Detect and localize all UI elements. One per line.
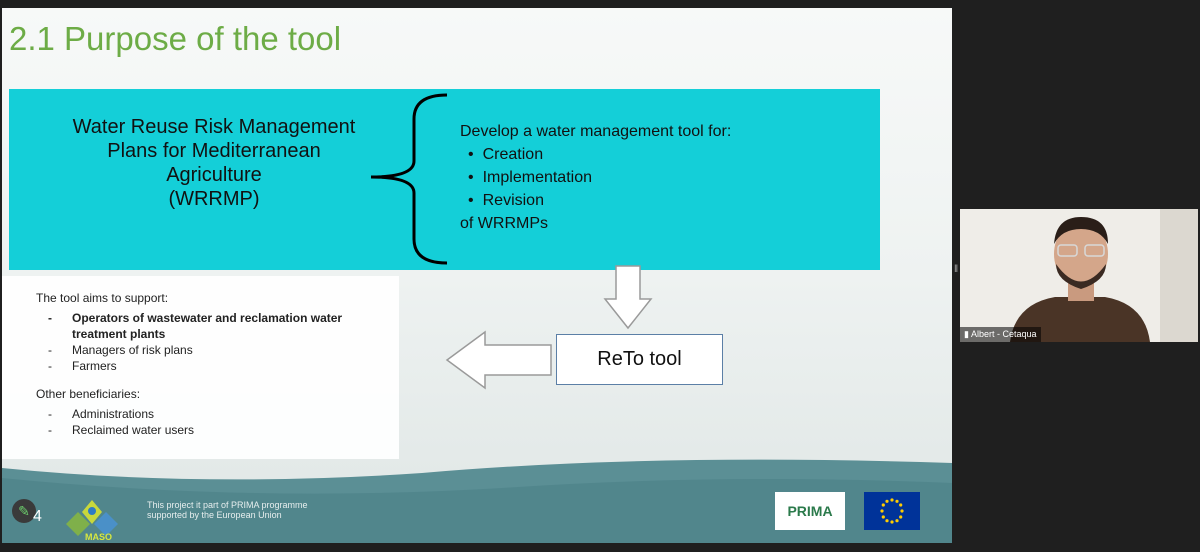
reto-tool-box: ReTo tool <box>556 334 723 385</box>
participant-video[interactable]: ▮ Albert - Cetaqua <box>960 209 1198 342</box>
prima-label: PRIMA <box>787 503 833 519</box>
list-item: Creation <box>480 143 731 166</box>
footer-wave <box>2 459 952 543</box>
aims-text: The tool aims to support: Operators of w… <box>36 290 386 438</box>
list-item: Implementation <box>480 166 731 189</box>
page-number: 4 <box>33 508 42 525</box>
list-item: Managers of risk plans <box>36 342 386 358</box>
pencil-icon[interactable]: ✎ <box>12 499 36 523</box>
purpose-text: Develop a water management tool for: Cre… <box>460 120 731 235</box>
aims-heading: The tool aims to support: <box>36 291 169 305</box>
project-text: This project it part of PRIMA programme … <box>147 500 308 520</box>
purpose-heading: Develop a water management tool for: <box>460 123 732 140</box>
maso-label: MASO <box>85 532 112 542</box>
list-item: Administrations <box>36 406 386 422</box>
list-item: Farmers <box>36 358 386 374</box>
panel-resize-handle[interactable]: ‖ <box>954 264 959 275</box>
purpose-footer: of WRRMPs <box>460 215 548 232</box>
signal-icon: ▮ <box>964 329 971 339</box>
list-item: Operators of wastewater and reclamation … <box>36 310 386 342</box>
participant-silhouette <box>960 209 1198 342</box>
slide-title: 2.1 Purpose of the tool <box>9 20 342 57</box>
list-item: Revision <box>480 189 731 212</box>
presentation-slide: 2.1 Purpose of the tool Water Reuse Risk… <box>2 8 952 543</box>
left-arrow-icon <box>445 330 552 390</box>
purpose-band: Water Reuse Risk Management Plans for Me… <box>9 89 880 270</box>
wrrmp-line: Plans for Mediterranean <box>107 140 321 162</box>
wrrmp-text: Water Reuse Risk Management Plans for Me… <box>49 115 379 211</box>
eu-flag-icon <box>864 492 920 530</box>
other-heading: Other beneficiaries: <box>36 387 141 401</box>
wrrmp-line: Water Reuse Risk Management <box>72 116 356 138</box>
beneficiaries-box: The tool aims to support: Operators of w… <box>2 276 399 459</box>
wrrmp-line: (WRRMP) <box>168 188 260 210</box>
aims-list: Operators of wastewater and reclamation … <box>36 310 386 374</box>
curly-brace-icon <box>370 93 448 265</box>
list-item: Reclaimed water users <box>36 422 386 438</box>
participant-name-label: ▮ Albert - Cetaqua <box>960 327 1041 342</box>
participant-name: Albert - Cetaqua <box>970 329 1037 339</box>
purpose-list: Creation Implementation Revision <box>460 143 731 212</box>
prima-logo: PRIMA <box>775 492 845 530</box>
wrrmp-line: Agriculture <box>166 164 262 186</box>
maso-logo-icon <box>66 500 118 536</box>
other-list: Administrations Reclaimed water users <box>36 406 386 438</box>
down-arrow-icon <box>603 265 653 330</box>
